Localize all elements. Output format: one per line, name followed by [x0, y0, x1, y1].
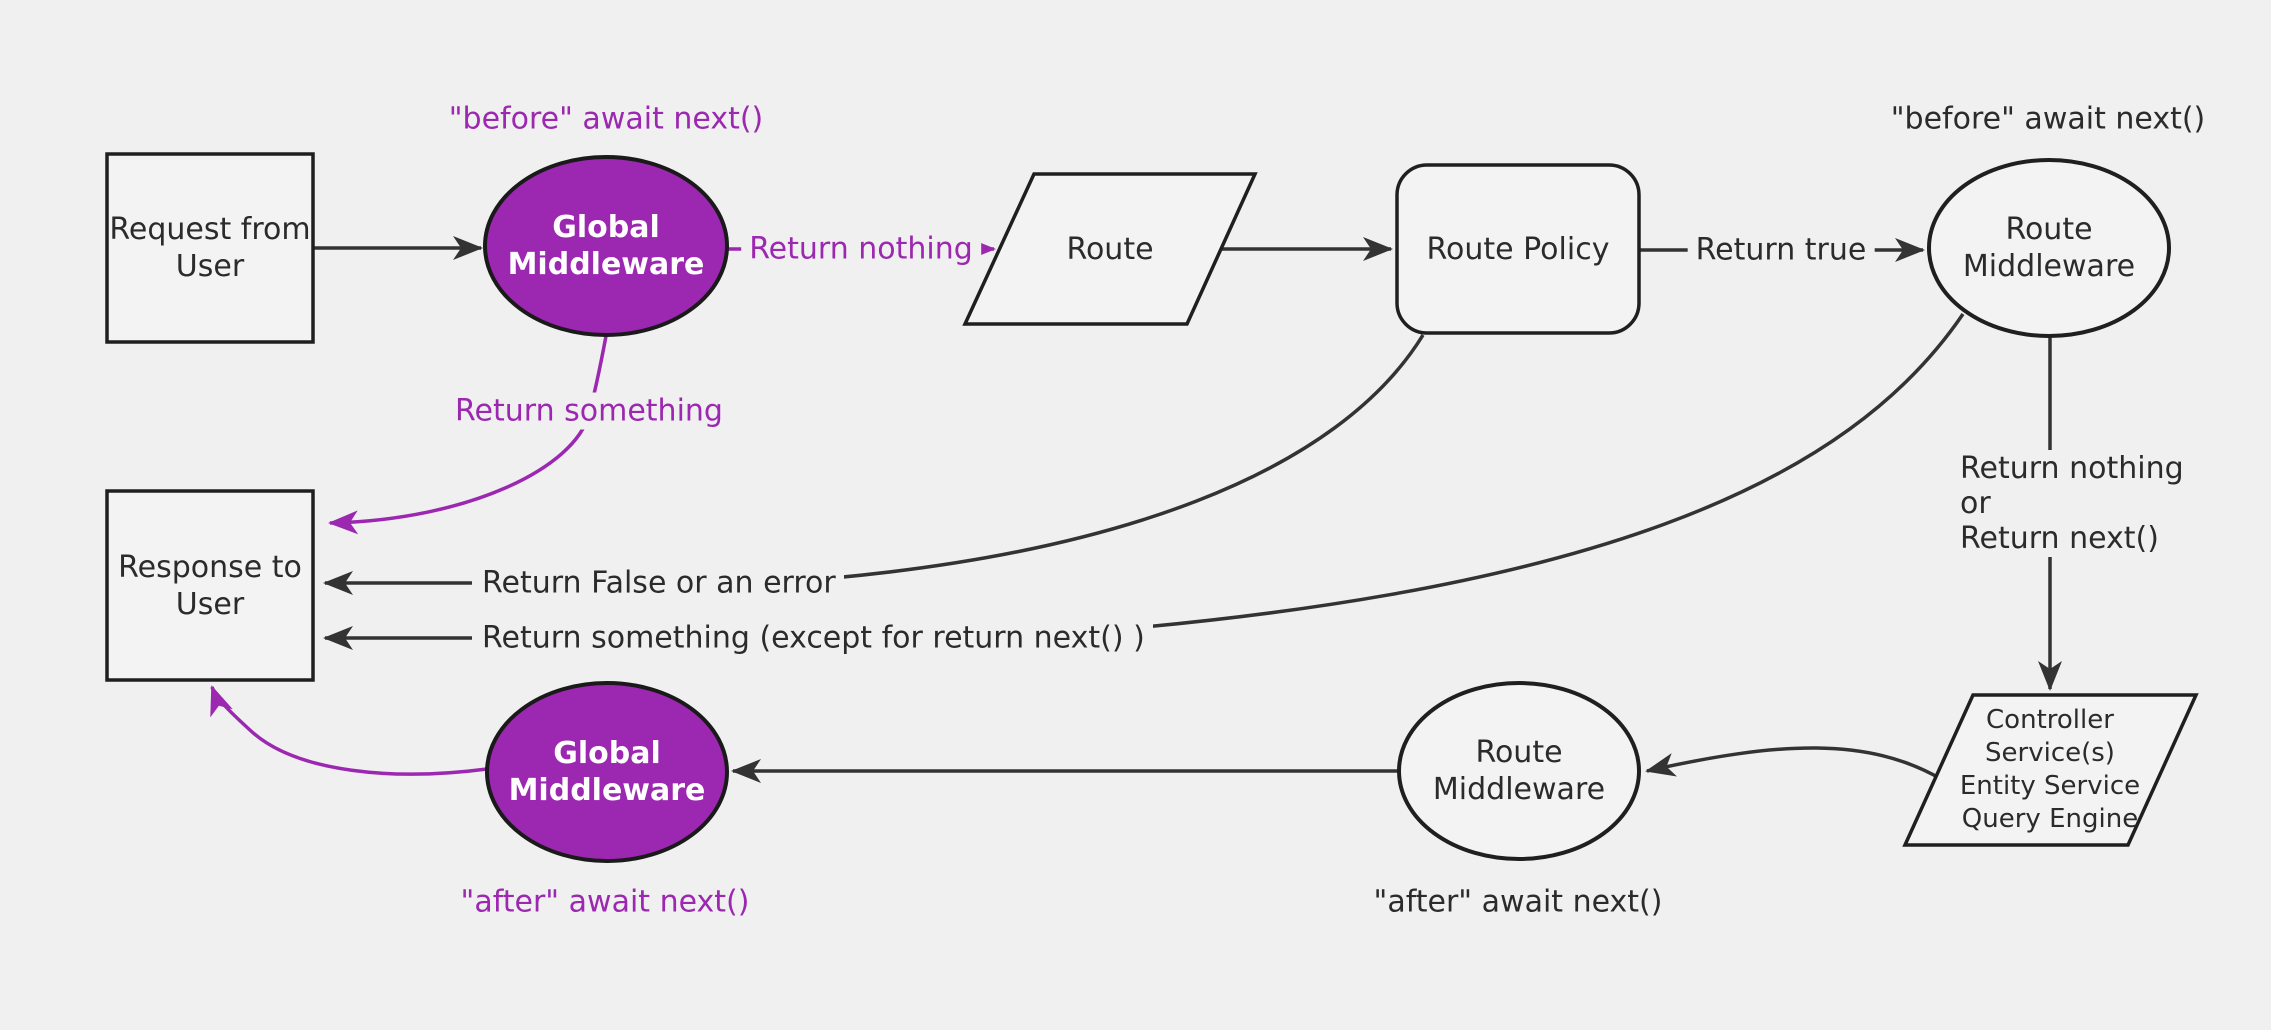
route-policy-node	[1395, 163, 1641, 335]
response-to-user-node	[105, 489, 315, 682]
route-middleware-top-node	[1927, 158, 2171, 338]
after-await-next-left-label: "after" await next()	[460, 884, 750, 920]
edge-global-middleware-bottom-to-response	[210, 685, 488, 776]
return-something-label: Return something	[447, 392, 731, 430]
return-false-or-error-label: Return False or an error	[474, 564, 844, 602]
before-await-next-right-label: "before" await next()	[1890, 101, 2206, 137]
route-node	[962, 172, 1258, 326]
before-await-next-top-label: "before" await next()	[448, 101, 764, 137]
edge-route-middleware-return-something-curve	[1004, 313, 1965, 640]
edge-global-middleware-return-something-to-response	[328, 335, 608, 535]
controller-services-node	[1902, 693, 2199, 847]
route-middleware-bottom-node	[1397, 681, 1641, 861]
global-middleware-top-node	[483, 155, 729, 337]
return-true-label: Return true	[1687, 231, 1875, 269]
after-await-next-middle-label: "after" await next()	[1373, 884, 1663, 920]
global-middleware-bottom-node	[485, 681, 729, 863]
return-nothing-or-next-label: Return nothing or Return next()	[1952, 450, 2192, 557]
edge-controller-to-route-middleware-bottom	[1645, 746, 1942, 781]
edge-route-policy-false-curve	[769, 334, 1425, 585]
return-nothing-label: Return nothing	[741, 230, 981, 268]
return-something-except-label: Return something (except for return next…	[474, 619, 1153, 657]
request-from-user-node	[105, 152, 315, 344]
